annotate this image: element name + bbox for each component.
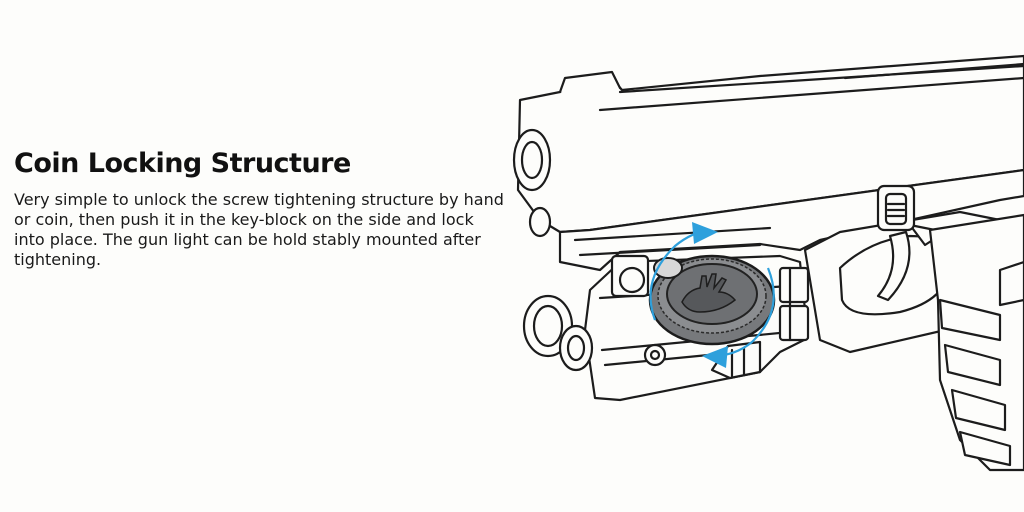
pistol-light-illustration	[512, 54, 1024, 472]
section-title: Coin Locking Structure	[14, 148, 351, 179]
hand-logo-icon	[681, 273, 737, 313]
pistol-grip	[928, 213, 1024, 472]
pistol-trigger	[876, 230, 911, 302]
coin-locking-knob	[648, 254, 776, 346]
section-description: Very simple to unlock the screw tighteni…	[14, 190, 504, 269]
pistol-sight	[558, 70, 622, 94]
